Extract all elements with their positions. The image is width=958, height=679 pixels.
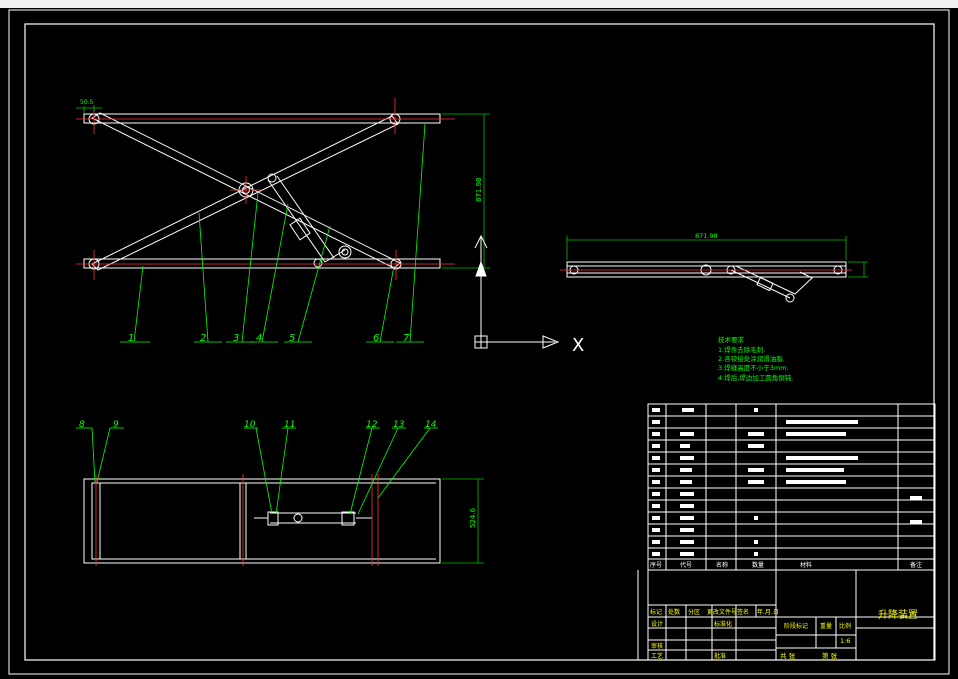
technical-notes: 技术要求 1.焊件去除毛刺. 2.各铰接处涂润滑油脂. 3.焊缝高度不小于3mm… (718, 335, 793, 382)
title-block (637, 403, 936, 661)
svg-text:备注: 备注 (910, 561, 922, 569)
side-height-dim: 871.98 (475, 178, 483, 203)
svg-text:批准: 批准 (714, 652, 726, 660)
svg-text:名称: 名称 (716, 561, 728, 569)
scissor-arm-b (91, 115, 399, 271)
balloon-4: 4 (256, 333, 262, 344)
ucs-icon (474, 234, 560, 349)
drawing-title: 升降装置 (878, 608, 918, 621)
top-dimension (442, 478, 484, 564)
drawing-svg: 871.98 50.5 1 2 3 4 5 6 7 X (8, 9, 950, 675)
svg-text:阶段标记: 阶段标记 (784, 622, 808, 630)
top-width-dim: 524.6 (469, 507, 477, 528)
svg-text:更改文件号: 更改文件号 (707, 608, 737, 616)
svg-text:标记: 标记 (650, 608, 662, 616)
lowered-length-dim: 871.98 (695, 232, 718, 240)
svg-text:分区: 分区 (688, 608, 700, 616)
balloon-13: 13 (393, 420, 405, 430)
cad-drawing-canvas[interactable]: 871.98 50.5 1 2 3 4 5 6 7 X (0, 8, 958, 679)
svg-text:重量: 重量 (820, 622, 832, 630)
balloon-8: 8 (79, 420, 85, 430)
lowered-dimension (566, 236, 868, 278)
top-leaders (76, 427, 438, 515)
svg-text:签名: 签名 (737, 608, 749, 616)
balloon-5: 5 (289, 333, 295, 344)
svg-text:比例: 比例 (839, 622, 851, 630)
top-platform (83, 113, 441, 124)
balloon-14: 14 (425, 420, 437, 430)
axis-x-label: X (572, 335, 584, 356)
process-row: 标记 处数 分区 更改文件号 签名 年.月.日 (650, 608, 779, 616)
balloon-12: 12 (366, 420, 378, 430)
balloon-6: 6 (373, 333, 379, 344)
role-labels: 设计 标准化 审核 工艺 批准 (651, 620, 732, 660)
svg-text:材料: 材料 (800, 561, 812, 569)
balloon-7: 7 (403, 333, 410, 344)
lowered-view (566, 261, 847, 303)
balloon-9: 9 (113, 420, 119, 430)
balloon-1: 1 (128, 333, 134, 344)
parts-list-entries (652, 408, 922, 556)
svg-text:2.各铰接处涂润滑油脂.: 2.各铰接处涂润滑油脂. (718, 354, 785, 363)
svg-text:工艺: 工艺 (651, 652, 663, 660)
side-balloons: 1 2 3 4 5 6 7 (128, 333, 410, 344)
svg-text:处数: 处数 (668, 608, 680, 616)
svg-text:审核: 审核 (651, 642, 663, 650)
parts-list-header: 序号 代号 名称 数量 材料 备注 (650, 561, 922, 569)
svg-text:年.月.日: 年.月.日 (757, 608, 779, 616)
bracket-pin (338, 245, 352, 259)
base-frame (83, 258, 441, 269)
side-view (83, 112, 441, 271)
svg-text:设计: 设计 (651, 620, 663, 628)
side-leaders (120, 123, 426, 343)
svg-text:3.焊缝高度不小于3mm.: 3.焊缝高度不小于3mm. (718, 363, 789, 372)
svg-text:技术要求: 技术要求 (718, 335, 745, 344)
top-balloons: 8 9 10 11 12 13 14 (79, 420, 437, 430)
balloon-11: 11 (284, 420, 295, 430)
sheet-total: 共 张 (780, 651, 796, 660)
svg-text:代号: 代号 (680, 561, 692, 569)
balloon-2: 2 (200, 333, 206, 344)
svg-text:标准化: 标准化 (714, 620, 732, 628)
side-dimension (76, 106, 490, 269)
svg-text:序号: 序号 (650, 561, 662, 569)
balloon-3: 3 (233, 333, 239, 344)
inner-frame (24, 23, 935, 661)
scale-value: 1:6 (840, 637, 850, 645)
svg-text:数量: 数量 (752, 561, 764, 569)
side-view-centerlines (76, 98, 455, 280)
stage-labels: 阶段标记 重量 比例 (784, 622, 851, 630)
top-view (83, 478, 441, 564)
svg-text:4.焊后,焊边加工圆角倒钝.: 4.焊后,焊边加工圆角倒钝. (718, 373, 793, 382)
balloon-10: 10 (244, 420, 256, 430)
cylinder-body (289, 217, 311, 241)
sheet-number: 第 张 (822, 651, 838, 660)
outer-frame (8, 9, 950, 675)
svg-text:1.焊件去除毛刺.: 1.焊件去除毛刺. (718, 345, 765, 354)
small-offset-dim: 50.5 (80, 99, 94, 106)
